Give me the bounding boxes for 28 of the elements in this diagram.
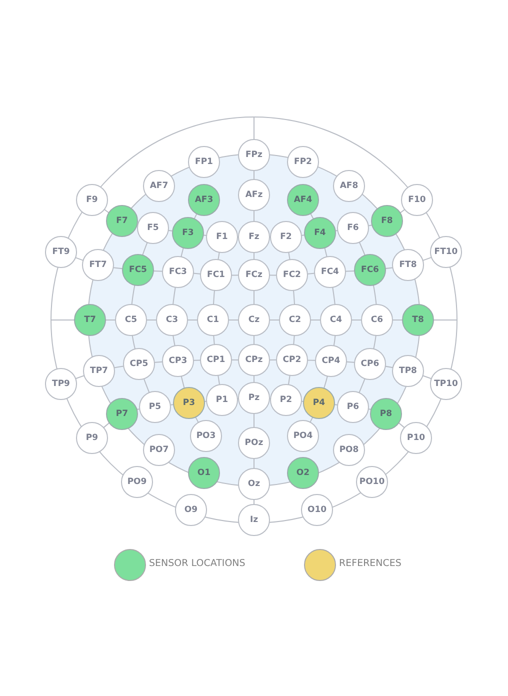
legend-label: REFERENCES [339, 558, 402, 569]
electrode-circle: F10 [401, 184, 433, 216]
electrode-circle: P10 [400, 422, 432, 454]
electrode-circle: FT7 [82, 249, 114, 281]
electrode-circle: FP1 [188, 146, 220, 178]
electrode-circle: T8 [402, 304, 434, 336]
electrode-circle: TP10 [430, 368, 462, 400]
electrode-circle: F9 [76, 184, 108, 216]
electrode-circle: PO9 [121, 466, 153, 498]
electrode-circle: TP7 [83, 355, 115, 387]
electrode-circle: F7 [106, 205, 138, 237]
electrode-circle: FPz [238, 139, 270, 171]
electrode-circle: FT9 [45, 236, 77, 268]
electrode-circle: Iz [238, 504, 270, 536]
electrode-circle: T7 [74, 304, 106, 336]
electrode-circle: PO10 [356, 466, 388, 498]
electrode-circle: AF7 [143, 170, 175, 202]
electrode-circle: O10 [301, 494, 333, 526]
electrode-circle: FT10 [430, 236, 462, 268]
electrode-circle: Oz [238, 468, 270, 500]
electrode-circle: FT8 [392, 249, 424, 281]
electrode-circle: AF8 [333, 170, 365, 202]
electrode-circle: O9 [175, 494, 207, 526]
electrode-circle: TP9 [45, 368, 77, 400]
legend-label: SENSOR LOCATIONS [149, 558, 246, 569]
electrode-circle: FP2 [287, 146, 319, 178]
electrode-circle: F8 [371, 205, 403, 237]
electrode-circle: P9 [76, 422, 108, 454]
